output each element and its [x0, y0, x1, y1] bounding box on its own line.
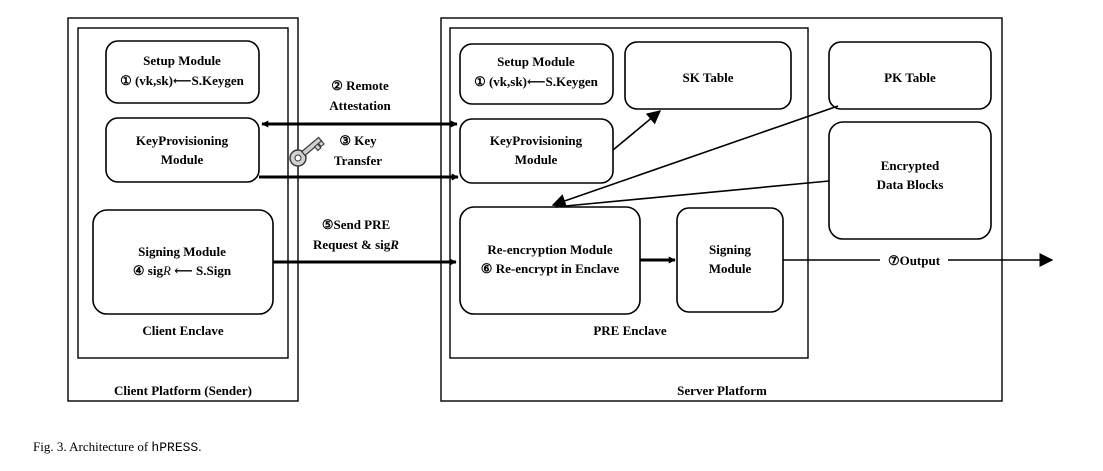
client-enclave-frame	[77, 27, 289, 359]
client-setup-module: Setup Module ① (vk,sk)⟵S.Keygen	[105, 40, 260, 104]
connections	[259, 105, 1054, 267]
client-enclave-label: Client Enclave	[142, 323, 223, 338]
client-platform-label: Client Platform (Sender)	[114, 383, 252, 398]
key-icon	[289, 136, 325, 167]
encrypted-line1: Encrypted	[881, 158, 940, 173]
reencryption-module: Re-encryption Module ⑥ Re-encrypt in Enc…	[459, 206, 641, 315]
pk-table-label: PK Table	[884, 70, 936, 85]
server-setup-module: Setup Module ① (vk,sk)⟵S.Keygen	[459, 43, 614, 105]
pre-enclave-frame	[449, 27, 809, 359]
keyprov-to-sktable-arrow	[612, 110, 662, 151]
send-pre-line1: ⑤Send PRE	[322, 217, 390, 232]
client-keyprov-line1: KeyProvisioning	[136, 133, 229, 148]
key-transfer-line1: ③ Key	[339, 133, 377, 148]
server-keyprov-line2: Module	[515, 152, 558, 167]
sk-table: SK Table	[624, 41, 792, 110]
output-label-bg	[880, 250, 948, 268]
encrypted-to-reenc-line	[554, 180, 830, 208]
server-platform-frame	[440, 17, 1003, 402]
server-platform: PRE Enclave Server Platform Setup Module…	[440, 17, 1003, 402]
client-signing-step: ④ sigR ⟵ S.Sign	[133, 263, 232, 278]
sk-table-label: SK Table	[683, 70, 734, 85]
server-setup-title: Setup Module	[497, 54, 575, 69]
encrypted-line2: Data Blocks	[877, 177, 944, 192]
output-label: ⑦Output	[888, 253, 941, 268]
pktable-to-reenc-arrow	[551, 105, 839, 208]
client-setup-title: Setup Module	[143, 53, 221, 68]
client-keyprov-line2: Module	[161, 152, 204, 167]
server-signing-module: Signing Module	[676, 207, 784, 313]
send-pre-line2: Request & sigR	[313, 237, 399, 252]
server-platform-label: Server Platform	[677, 383, 767, 398]
client-signing-line1: Signing Module	[138, 244, 226, 259]
client-platform-frame	[67, 17, 299, 402]
figure-caption: Fig. 3. Architecture of hPRESS.	[33, 439, 201, 455]
client-signing-module: Signing Module ④ sigR ⟵ S.Sign	[92, 209, 274, 315]
pk-table: PK Table	[828, 41, 992, 110]
reenc-line2: ⑥ Re-encrypt in Enclave	[481, 261, 620, 276]
remote-attestation-line1: ② Remote	[331, 78, 389, 93]
server-keyprovisioning-module: KeyProvisioning Module	[459, 118, 614, 184]
key-transfer-line2: Transfer	[334, 153, 382, 168]
client-setup-step: ① (vk,sk)⟵S.Keygen	[120, 73, 245, 88]
server-keyprov-line1: KeyProvisioning	[490, 133, 583, 148]
remote-attestation-line2: Attestation	[329, 98, 391, 113]
client-keyprovisioning-module: KeyProvisioning Module	[105, 117, 260, 183]
server-signing-line2: Module	[709, 261, 752, 276]
encrypted-data-blocks: Encrypted Data Blocks	[828, 121, 992, 240]
server-setup-step: ① (vk,sk)⟵S.Keygen	[474, 74, 599, 89]
pre-enclave-label: PRE Enclave	[593, 323, 667, 338]
client-platform: Client Enclave Client Platform (Sender) …	[67, 17, 299, 402]
server-signing-line1: Signing	[709, 242, 751, 257]
reenc-line1: Re-encryption Module	[487, 242, 613, 257]
